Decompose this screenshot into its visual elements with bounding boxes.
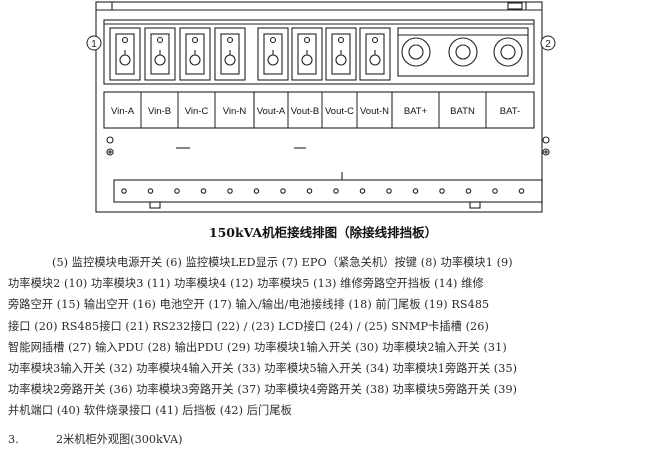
terminal-slot xyxy=(257,27,289,81)
rail-hole xyxy=(121,188,127,194)
rail-hole xyxy=(333,188,339,194)
busbar-top-region xyxy=(103,19,535,85)
wiring-diagram: 1 2 Vin-A Vin-B Vin-C Vin-N Vout-A Vout-B Vout… xyxy=(86,1,556,213)
terminal-label: Vout-A xyxy=(257,106,286,117)
rail-hole xyxy=(359,188,366,194)
rail-hole xyxy=(492,188,498,194)
legend-line: 智能网插槽 (27) 输入PDU (28) 输出PDU (29) 功率模块1输入… xyxy=(8,340,507,354)
terminal-label: BATN xyxy=(450,106,475,117)
rail-hole xyxy=(280,188,286,194)
section-title: 2米机柜外观图(300kVA) xyxy=(56,433,183,446)
legend-paragraph: (5) 监控模块电源开关 (6) 监控模块LED显示 (7) EPO（紧急关机）… xyxy=(8,252,642,422)
terminal-slot xyxy=(291,27,323,81)
terminal-label: Vout-C xyxy=(325,106,354,117)
section-heading: 3. 2米机柜外观图(300kVA) xyxy=(8,431,183,447)
terminal-slot xyxy=(179,27,211,81)
legend-line: 功率模块2 (10) 功率模块3 (11) 功率模块4 (12) 功率模块5 (… xyxy=(8,277,484,291)
rail-hole xyxy=(465,188,472,194)
terminal-label: BAT+ xyxy=(404,106,428,117)
legend-line: 并机端口 (40) 软件烧录接口 (41) 后挡板 (42) 后门尾板 xyxy=(8,404,292,418)
terminal-label: Vin-A xyxy=(111,106,135,117)
rail-hole xyxy=(439,188,445,194)
callout-left: 1 xyxy=(86,35,102,51)
rail-hole xyxy=(386,188,392,194)
output-terminal-slots xyxy=(257,27,391,81)
terminal-slot xyxy=(214,27,246,81)
legend-line: 功率模块2旁路开关 (36) 功率模块3旁路开关 (37) 功率模块4旁路开关 … xyxy=(8,383,518,397)
terminal-label: Vin-B xyxy=(148,106,171,117)
figure-caption: 150kVA机柜接线排图（除接线排挡板） xyxy=(208,225,438,240)
rail-hole xyxy=(147,188,154,194)
cabinet-outline xyxy=(95,1,543,213)
legend-line: 旁路空开 (15) 输出空开 (16) 电池空开 (17) 输入/输出/电池接线… xyxy=(8,298,490,312)
legend-line: 功率模块3输入开关 (32) 功率模块4输入开关 (33) 功率模块5输入开关 … xyxy=(8,362,518,376)
terminal-label: BAT- xyxy=(500,106,520,117)
section-number: 3. xyxy=(8,433,19,446)
legend-line: 接口 (20) RS485接口 (21) RS232接口 (22) / (23)… xyxy=(8,319,489,333)
rail-hole xyxy=(412,188,419,194)
bottom-rail xyxy=(113,179,543,203)
input-terminal-slots xyxy=(109,27,246,81)
terminal-slot xyxy=(325,27,357,81)
rail-hole xyxy=(518,188,525,194)
terminal-label: Vin-C xyxy=(185,106,209,117)
rail-hole xyxy=(200,188,207,194)
rail-hole xyxy=(227,188,233,194)
rail-hole xyxy=(306,188,313,194)
svg-text:2: 2 xyxy=(545,39,551,50)
svg-text:1: 1 xyxy=(91,39,97,50)
terminal-label: Vout-N xyxy=(360,106,389,117)
rail-hole xyxy=(253,188,260,194)
terminal-slot xyxy=(359,27,391,81)
terminal-label: Vin-N xyxy=(223,106,247,117)
callout-right: 2 xyxy=(540,35,556,51)
terminal-label: Vout-B xyxy=(291,106,320,117)
legend-line: (5) 监控模块电源开关 (6) 监控模块LED显示 (7) EPO（紧急关机）… xyxy=(52,256,513,269)
battery-connectors xyxy=(397,27,529,77)
terminal-slot xyxy=(109,27,141,81)
rail-hole xyxy=(174,188,180,194)
terminal-slot xyxy=(144,27,176,81)
